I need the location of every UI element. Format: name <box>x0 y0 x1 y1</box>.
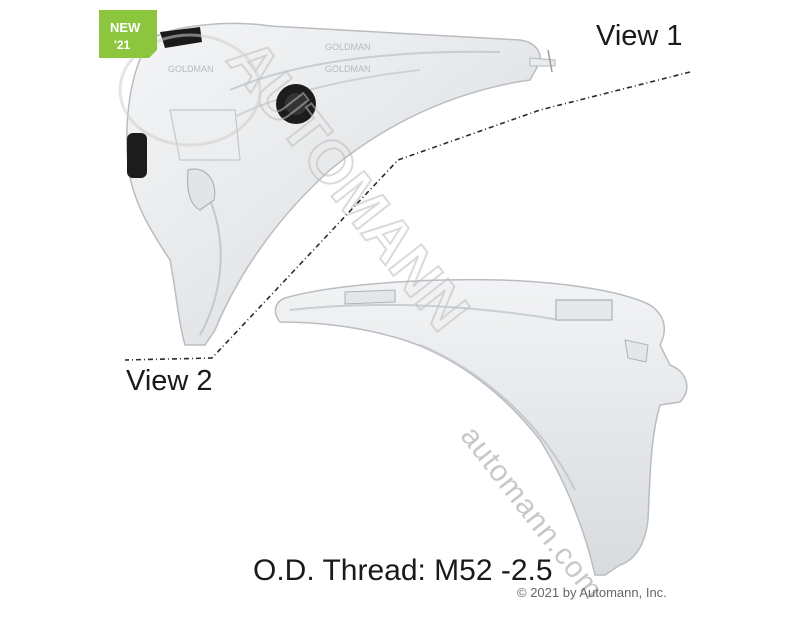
view-2-label: View 2 <box>126 365 213 397</box>
badge-new-text: NEW <box>110 20 141 35</box>
reservoir-view-1: GOLDMAN GOLDMAN GOLDMAN <box>126 22 556 346</box>
new-badge: NEW '21 <box>99 10 157 58</box>
reservoir-view-2 <box>274 278 688 576</box>
badge-year-text: '21 <box>114 38 131 52</box>
view-1-label: View 1 <box>596 20 683 52</box>
embossing-2: GOLDMAN <box>325 42 371 52</box>
badge-background <box>99 10 157 58</box>
embossing-3: GOLDMAN <box>325 64 371 74</box>
sensor-connector-icon <box>127 133 147 178</box>
embossing-1: GOLDMAN <box>168 64 214 74</box>
copyright-text: © 2021 by Automann, Inc. <box>517 585 667 600</box>
outlet-fitting-icon <box>160 27 202 48</box>
thread-spec-label: O.D. Thread: M52 -2.5 <box>253 554 553 587</box>
